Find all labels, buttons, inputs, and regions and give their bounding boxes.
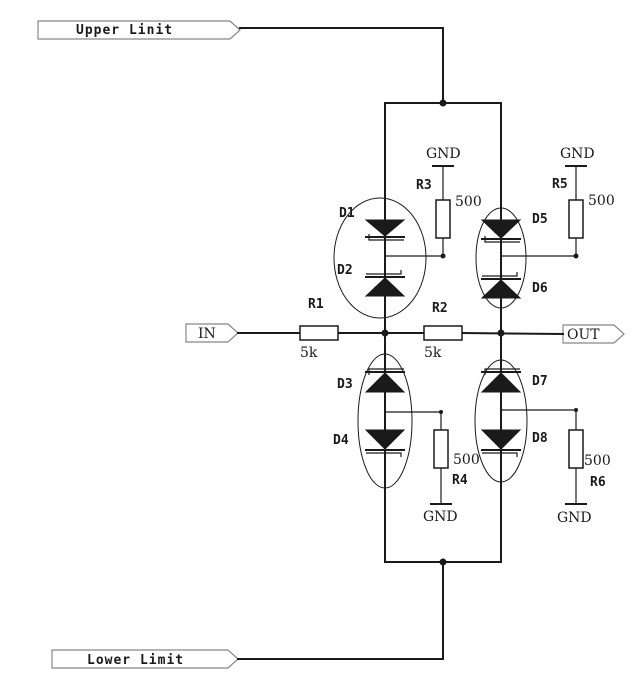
junction-left-mid — [381, 329, 389, 337]
resistor-r3 — [435, 199, 451, 239]
ellipse-d7-d8 — [474, 359, 528, 483]
junction-top — [439, 99, 447, 107]
gnd-label-r3: GND — [426, 146, 461, 162]
lower-limit-label: Lower Limit — [87, 653, 184, 668]
gnd-label-r6: GND — [557, 510, 592, 526]
diode-d1 — [364, 219, 406, 241]
diode-d2 — [364, 270, 406, 297]
label-r4: R4 — [452, 473, 468, 488]
label-d1: D1 — [339, 206, 355, 221]
value-r5: 500 — [588, 193, 615, 209]
out-label: OUT — [567, 327, 600, 343]
resistor-r2 — [423, 325, 463, 341]
resistor-r6 — [568, 429, 584, 469]
gnd-label-r5: GND — [560, 146, 595, 162]
upper-limit-port: Upper Linit — [37, 20, 241, 40]
value-r6: 500 — [584, 453, 611, 469]
diode-d5 — [480, 219, 522, 243]
junction-r4 — [439, 410, 443, 414]
diode-d8 — [480, 429, 522, 457]
resistor-r5 — [568, 199, 584, 239]
ground-symbols — [430, 165, 587, 505]
lower-limit-port: Lower Limit — [51, 649, 239, 669]
label-d8: D8 — [532, 431, 548, 446]
diode-d4 — [364, 429, 406, 457]
label-r2: R2 — [432, 301, 448, 316]
ellipse-d5-d6 — [475, 207, 527, 309]
label-r3: R3 — [416, 178, 432, 193]
label-d5: D5 — [532, 212, 548, 227]
out-port: OUT — [562, 324, 625, 344]
wires — [237, 27, 577, 660]
label-d6: D6 — [532, 281, 548, 296]
value-r4: 500 — [453, 452, 480, 468]
label-d3: D3 — [337, 377, 353, 392]
ellipse-d1-d2 — [333, 197, 427, 319]
resistor-r1 — [299, 325, 339, 341]
diode-d6 — [480, 272, 522, 299]
label-r1: R1 — [308, 297, 324, 312]
label-d2: D2 — [337, 263, 353, 278]
junction-r3 — [440, 253, 446, 259]
label-d4: D4 — [333, 433, 349, 448]
in-label: IN — [198, 326, 216, 342]
value-r2: 5k — [424, 345, 442, 361]
in-port: IN — [185, 323, 239, 343]
diode-d7 — [480, 368, 522, 393]
ellipse-d3-d4 — [357, 353, 413, 489]
value-r1: 5k — [300, 345, 318, 361]
diode-d3 — [364, 368, 406, 393]
junction-bottom — [439, 558, 447, 566]
junction-right-mid — [497, 329, 505, 337]
junction-r6 — [574, 408, 578, 412]
resistor-r4 — [433, 429, 449, 469]
junction-r5 — [573, 253, 579, 259]
gnd-label-r4: GND — [423, 509, 458, 525]
label-r5: R5 — [552, 177, 568, 192]
junction-dots — [381, 99, 579, 566]
label-d7: D7 — [532, 374, 548, 389]
value-r3: 500 — [455, 194, 482, 210]
label-r6: R6 — [590, 475, 606, 490]
upper-limit-label: Upper Linit — [76, 23, 173, 38]
